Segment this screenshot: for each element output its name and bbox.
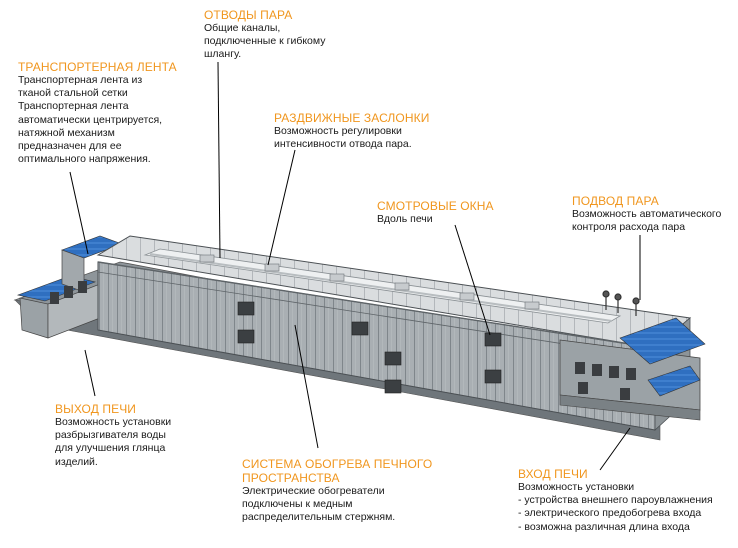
steam-supply-text: Возможность автоматического контроля рас… [572,208,722,234]
conveyor-belt-title: ТРАНСПОРТЕРНАЯ ЛЕНТА [18,60,177,74]
oven-exit-text: Возможность установки разбрызгивателя во… [55,416,172,468]
callout-sliding-dampers: РАЗДВИЖНЫЕ ЗАСЛОНКИ Возможность регулиро… [274,111,429,151]
list-item: - устройства внешнего пароувлажнения [518,494,713,507]
leader-lines [69,61,641,471]
heating-system-text: Электрические обогреватели подключены к … [242,485,396,524]
oven-exit-section [16,235,123,339]
oven-entry-text: Возможность установки [518,481,635,493]
leader-oven-entry [599,427,631,471]
callout-oven-exit: ВЫХОД ПЕЧИ Возможность установки разбрыз… [55,402,171,469]
view-windows [237,301,502,394]
steam-supply-title: ПОДВОД ПАРА [572,194,659,208]
callout-steam-supply: ПОДВОД ПАРА Возможность автоматического … [572,194,721,234]
leader-steam-outlets [217,61,221,259]
oven-entry-options: - устройства внешнего пароувлажнения - э… [518,494,713,534]
steam-outlets-title: ОТВОДЫ ПАРА [204,8,293,22]
callout-oven-entry: ВХОД ПЕЧИ Возможность установки - устрой… [518,467,713,534]
sliding-dampers-title: РАЗДВИЖНЫЕ ЗАСЛОНКИ [274,111,430,125]
callout-view-windows: СМОТРОВЫЕ ОКНА Вдоль печи [377,199,494,226]
sliding-dampers-text: Возможность регулировки интенсивности от… [274,125,412,151]
oven-entry-title: ВХОД ПЕЧИ [518,467,588,481]
steam-outlets-text: Общие каналы, подключенные к гибкому шла… [204,22,326,61]
leader-sliding-dampers [267,149,296,266]
list-item: - возможна различная длина входа [518,520,690,533]
leader-view-windows [454,224,491,336]
oven-exit-title: ВЫХОД ПЕЧИ [55,402,137,416]
view-windows-title: СМОТРОВЫЕ ОКНА [377,199,494,213]
conveyor-belt-text: Транспортерная лента из тканой стальной … [18,74,163,166]
leader-heating-system [294,324,319,449]
steam-duct [143,248,622,324]
callout-steam-outlets: ОТВОДЫ ПАРА Общие каналы, подключенные к… [204,8,325,62]
callout-heating-system: СИСТЕМА ОБОГРЕВА ПЕЧНОГО ПРОСТРАНСТВА Эл… [242,457,432,525]
heating-system-title: СИСТЕМА ОБОГРЕВА ПЕЧНОГО ПРОСТРАНСТВА [242,457,433,485]
leader-conveyor-belt [69,171,89,255]
conveyor-belt-right [619,317,706,365]
oven-entry-section [559,290,706,421]
callout-conveyor-belt: ТРАНСПОРТЕРНАЯ ЛЕНТА Транспортерная лент… [18,60,177,166]
view-windows-text: Вдоль печи [377,213,433,225]
leader-oven-exit [84,349,96,397]
list-item: - электрического предобогрева входа [518,507,702,520]
